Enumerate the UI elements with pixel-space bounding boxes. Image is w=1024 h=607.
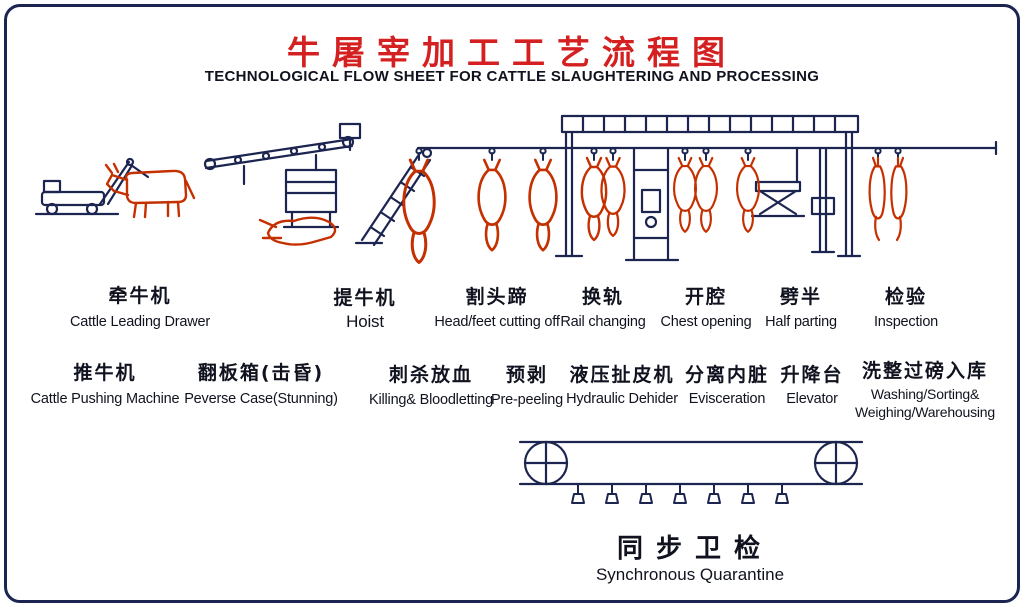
station-label-zh: 提牛机 [333,287,397,309]
support-column [810,146,836,254]
page-subtitle: TECHNOLOGICAL FLOW SHEET FOR CATTLE SLAU… [204,68,820,85]
station-label-en: Half parting [765,314,837,330]
station-label-zh: 牵牛机 [108,285,172,307]
station-label-zh: 开腔 [684,286,728,308]
cattle-leading-machine [34,157,150,216]
station-label-en: Cattle Pushing Machine [30,391,180,407]
station-label-zh: 刺杀放血 [388,364,474,386]
cattle-figure [104,162,196,219]
station-label-en: Hydraulic Dehider [566,391,678,407]
sync-quarantine-label-zh: 同步卫检 [616,534,774,564]
station-label-en: Cattle Leading Drawer [69,314,211,330]
station-label-zh: 推牛机 [73,362,137,384]
station-label-zh: 洗整过磅入库 [861,360,989,382]
hydraulic-dehider-machine [624,146,680,262]
station-label-en: Evisceration [688,391,766,407]
station-label-en: Hoist [346,312,384,331]
station-label-zh: 液压扯皮机 [569,364,675,386]
station-label-en: Pre-peeling [491,392,563,408]
station-label-zh: 升降台 [780,364,844,386]
station-label-en: Killing& Bloodletting [369,392,493,408]
station-label-zh: 检验 [884,286,928,308]
hoist-elevator [354,147,433,247]
station-label-zh: 换轨 [581,286,625,308]
hanging-carcasses [402,156,908,264]
station-label-en: Washing/Sorting& Weighing/Warehousing [855,386,995,421]
stunning-box [282,168,340,229]
station-label-zh: 劈半 [779,286,823,308]
station-label-en: Rail changing [560,314,646,330]
station-label-en: Inspection [873,314,939,330]
sync-quarantine-label-en: Synchronous Quarantine [595,565,785,584]
station-label-en: Elevator [786,391,838,407]
station-label-en: Head/feet cutting off [434,314,560,330]
trolley-hangers [415,147,902,162]
quarantine-conveyor [518,440,864,505]
station-label-en: Peverse Case(Stunning) [184,391,338,407]
station-label-zh: 割头蹄 [465,286,529,308]
page-title: 牛屠宰加工工艺流程图 [287,33,737,72]
overhead-beam [554,114,862,258]
station-label-en: Chest opening [660,314,752,330]
elevator-platform [750,146,806,218]
station-label-zh: 分离内脏 [684,364,770,386]
station-label-zh: 预剥 [505,364,549,386]
leading-conveyor [203,122,362,186]
fallen-cattle-figure [258,216,337,246]
station-label-zh: 翻板箱(击昏) [197,362,325,384]
